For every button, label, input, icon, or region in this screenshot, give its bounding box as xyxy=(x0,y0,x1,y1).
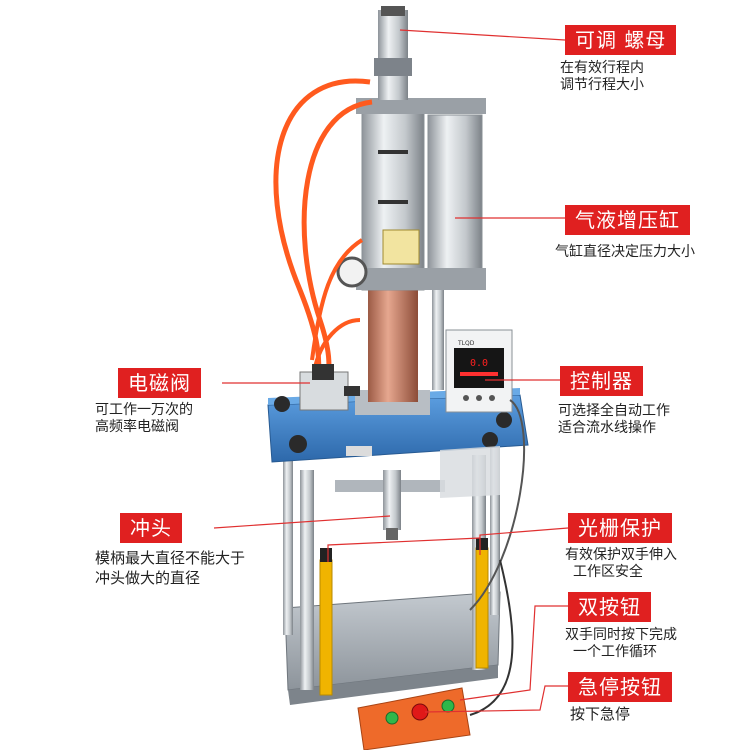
leader-lines xyxy=(213,29,569,713)
controller-button xyxy=(476,395,482,401)
desc-line: 冲头做大的直径 xyxy=(95,569,201,587)
desc-line: 调节行程大小 xyxy=(560,77,644,93)
desc-light-grating: 有效保护双手伸入 工作区安全 xyxy=(565,547,677,581)
desc-line: 可工作一万次的 xyxy=(95,402,193,418)
guide-rod-right xyxy=(432,290,444,390)
cable xyxy=(469,399,526,611)
desc-adjustable-nut: 在有效行程内 调节行程大小 xyxy=(560,60,644,94)
button-box xyxy=(357,687,471,750)
air-hose xyxy=(301,99,373,386)
green-button-right xyxy=(441,699,455,713)
label-emergency-stop: 急停按钮 xyxy=(568,672,672,702)
label-punch: 冲头 xyxy=(120,513,182,543)
desc-line: 按下急停 xyxy=(570,705,631,723)
table-bolt xyxy=(496,412,512,428)
side-guard xyxy=(440,446,500,498)
air-hose xyxy=(310,238,364,361)
solenoid-coil xyxy=(312,364,334,380)
label-controller: 控制器 xyxy=(560,366,643,396)
desc-emergency-stop: 按下急停 xyxy=(570,706,630,723)
cylinder-top-cap xyxy=(356,98,486,114)
desc-dual-button: 双手同时按下完成 一个工作循环 xyxy=(565,627,677,661)
controller-button xyxy=(463,395,469,401)
desc-controller: 可选择全自动工作 适合流水线操作 xyxy=(558,403,670,437)
cylinder-stripe xyxy=(378,150,408,154)
punch-tip xyxy=(386,528,398,540)
controller-readout: 0.0 xyxy=(470,358,488,369)
leader-nut xyxy=(399,29,566,41)
copper-cylinder xyxy=(368,290,418,402)
controller-display-panel xyxy=(454,348,504,388)
desc-booster-cylinder: 气缸直径决定压力大小 xyxy=(555,244,695,261)
leader-grating xyxy=(479,527,569,555)
controller-brand: TLQD xyxy=(457,340,475,347)
desc-line: 适合流水线操作 xyxy=(558,420,656,436)
leader-punch xyxy=(213,515,391,529)
label-light-grating: 光栅保护 xyxy=(568,513,672,543)
controller-led-row xyxy=(460,372,498,376)
leader-dual xyxy=(459,605,568,701)
controller-button xyxy=(489,395,495,401)
light-curtain-right xyxy=(475,547,489,669)
pressure-gauge xyxy=(336,256,368,288)
light-curtain-left xyxy=(319,559,333,696)
rod-collar xyxy=(381,6,405,16)
base-plate-front xyxy=(288,665,498,705)
desc-punch: 模柄最大直径不能大于 冲头做大的直径 xyxy=(95,548,245,588)
desc-line: 高频率电磁阀 xyxy=(95,419,179,435)
desc-solenoid-valve: 可工作一万次的 高频率电磁阀 xyxy=(95,402,193,436)
table-bolt xyxy=(289,435,307,453)
cylinder-stripe xyxy=(378,200,408,204)
desc-line: 双手同时按下完成 xyxy=(565,627,677,643)
label-adjustable-nut: 可调 螺母 xyxy=(565,25,677,55)
air-hose xyxy=(273,78,371,386)
pillar-left-back xyxy=(283,455,293,635)
label-dual-button: 双按钮 xyxy=(568,592,651,622)
air-hose xyxy=(312,318,361,373)
booster-cylinder-side xyxy=(427,114,483,286)
pillar-right-back xyxy=(490,445,500,615)
desc-line: 气缸直径决定压力大小 xyxy=(555,244,695,260)
leader-estop xyxy=(424,685,568,713)
valve-fitting xyxy=(344,386,360,396)
desc-line: 模柄最大直径不能大于 xyxy=(95,549,246,567)
label-booster-cylinder: 气液增压缸 xyxy=(565,205,690,235)
adjustable-nut xyxy=(374,58,412,76)
piston-rod-top xyxy=(378,10,408,100)
cylinder-middle-cap xyxy=(356,268,486,290)
warning-sticker xyxy=(382,229,420,265)
table-bolt xyxy=(482,432,498,448)
desc-line: 工作区安全 xyxy=(573,564,643,580)
nameplate xyxy=(346,446,372,456)
table-bolt xyxy=(274,396,290,412)
green-button-left xyxy=(385,711,399,725)
punch-rod xyxy=(383,470,401,530)
cable xyxy=(469,559,514,716)
desc-line: 有效保护双手伸入 xyxy=(565,547,677,563)
leader-grating-left xyxy=(327,537,481,562)
pillar-left-front xyxy=(300,470,314,690)
desc-line: 可选择全自动工作 xyxy=(558,403,670,419)
desc-line: 一个工作循环 xyxy=(573,644,657,660)
desc-line: 在有效行程内 xyxy=(560,60,644,76)
light-curtain-left-top xyxy=(320,548,332,562)
light-curtain-right-top xyxy=(476,538,488,550)
label-solenoid-valve: 电磁阀 xyxy=(118,368,201,398)
